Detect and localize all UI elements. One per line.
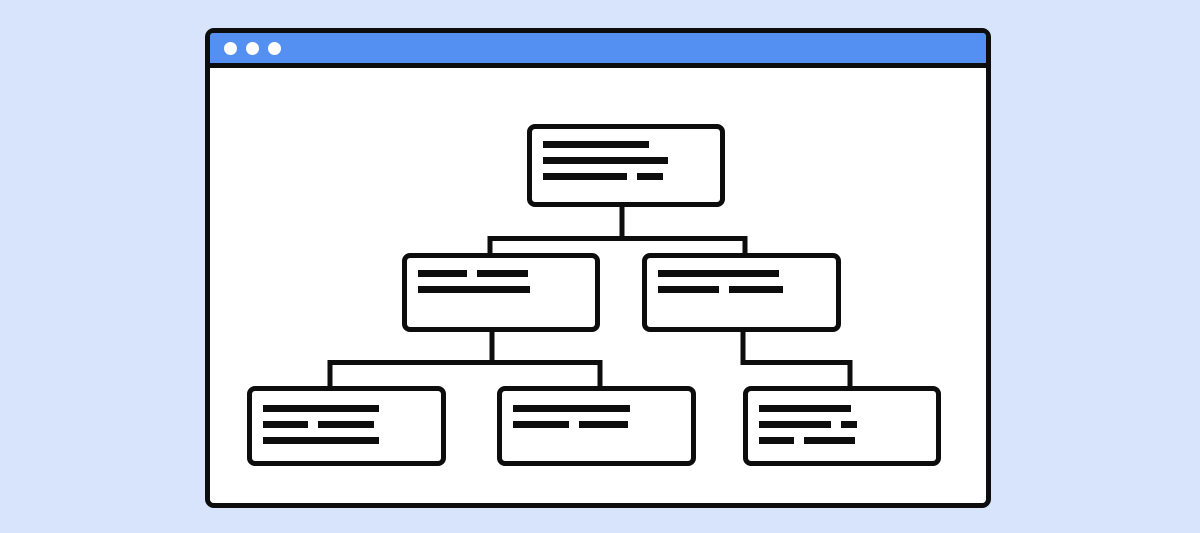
placeholder-text-row [759,421,936,428]
placeholder-text-row [418,286,595,293]
browser-window [205,28,991,508]
placeholder-text-row [543,157,720,164]
placeholder-text-row [759,405,936,412]
placeholder-text-row [263,437,441,444]
placeholder-text-row [658,286,836,293]
connector-lines [327,207,853,389]
placeholder-text-row [418,270,595,277]
placeholder-text-bar [418,286,530,293]
window-titlebar [210,33,986,68]
placeholder-text-bar [759,421,831,428]
placeholder-text-row [658,270,836,277]
placeholder-text-bar [513,421,569,428]
placeholder-text-row [263,405,441,412]
window-content [210,68,986,503]
placeholder-text-bar [759,405,851,412]
window-control-dot [268,41,281,55]
placeholder-text-row [513,405,691,412]
placeholder-text-bar [759,437,794,444]
placeholder-text-row [263,421,441,428]
placeholder-text-bar [513,405,630,412]
placeholder-text-bar [729,286,783,293]
window-control-dot [246,41,259,55]
placeholder-text-bar [804,437,855,444]
placeholder-text-bar [543,173,627,180]
placeholder-text-row [543,173,720,180]
flowchart-node-leaf-right [743,386,941,466]
placeholder-text-bar [263,421,308,428]
placeholder-text-bar [637,173,663,180]
placeholder-text-bar [477,270,528,277]
placeholder-text-row [543,141,720,148]
connector-level2-crossbar [487,236,748,256]
connector-branch-right-step [740,332,853,389]
flowchart-node-leaf-middle [497,386,696,466]
placeholder-text-row [513,421,691,428]
placeholder-text-bar [543,141,649,148]
placeholder-text-bar [543,157,668,164]
placeholder-text-row [759,437,936,444]
flowchart-node-leaf-left [247,386,446,466]
placeholder-text-bar [579,421,628,428]
placeholder-text-bar [658,286,719,293]
placeholder-text-bar [418,270,467,277]
placeholder-text-bar [263,437,379,444]
placeholder-text-bar [841,421,857,428]
placeholder-text-bar [263,405,379,412]
connector-level3-crossbar [327,360,603,389]
flowchart-node-branch-right [642,253,841,332]
window-control-dot [224,41,237,55]
flowchart-node-root [527,124,725,207]
placeholder-text-bar [318,421,374,428]
flowchart-node-branch-left [402,253,600,332]
placeholder-text-bar [658,270,779,277]
